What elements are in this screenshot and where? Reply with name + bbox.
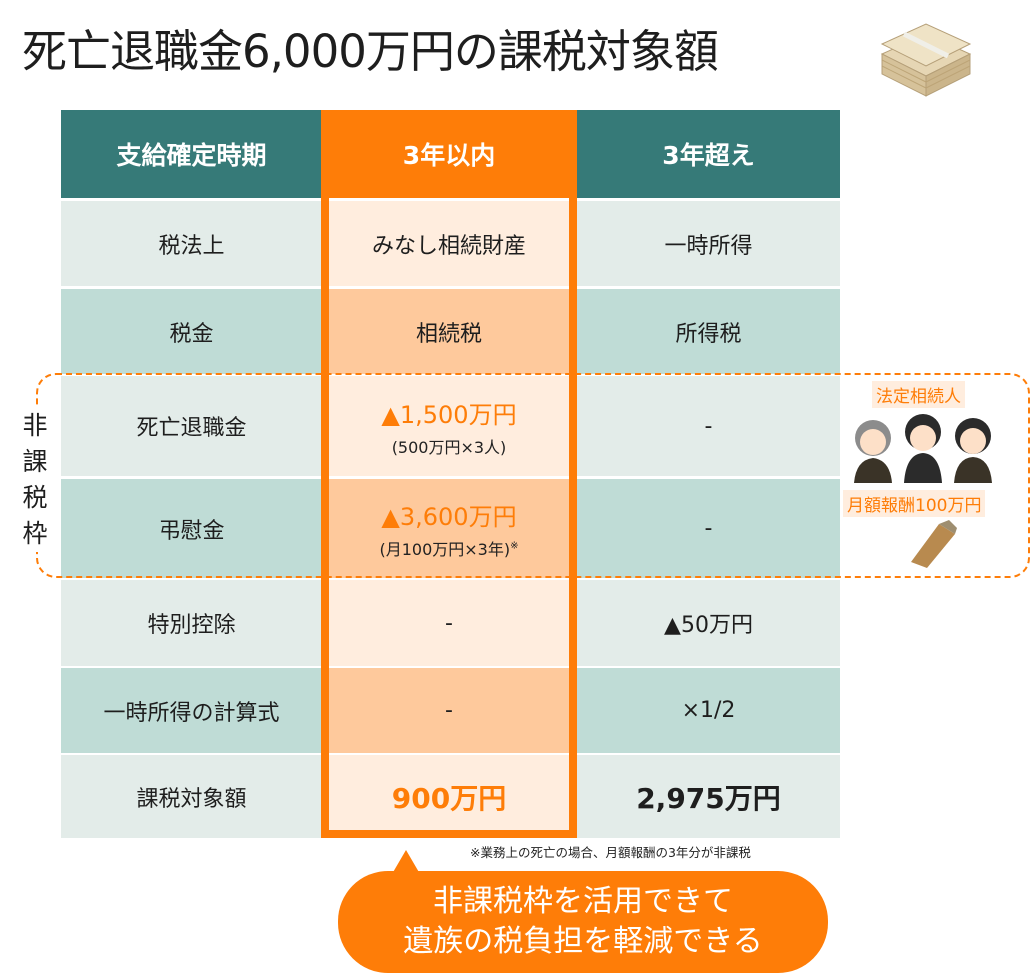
monthly-salary-label: 月額報酬100万円 xyxy=(843,490,986,517)
deduction-formula: (月100万円×3年)※ xyxy=(379,540,519,559)
cell-over3-condolence: - xyxy=(577,479,840,578)
callout-bubble: 非課税枠を活用できて 遺族の税負担を軽減できる xyxy=(338,871,828,973)
cell-over3-tax-law: 一時所得 xyxy=(577,201,840,286)
non-taxable-label: 非課税枠 xyxy=(20,408,50,552)
heirs-illustration-icon xyxy=(854,414,992,483)
cell-within3-special-deduction: - xyxy=(321,580,577,666)
cell-within3-taxable-amount: 900万円 xyxy=(321,755,577,838)
callout-tail xyxy=(392,850,420,874)
header-period: 支給確定時期 xyxy=(61,110,322,198)
header-over-3-years: 3年超え xyxy=(577,110,840,198)
money-stack-icon xyxy=(880,23,972,97)
row-label-special-deduction: 特別控除 xyxy=(61,580,322,666)
cell-within3-formula: - xyxy=(321,668,577,753)
cell-over3-special-deduction: ▲50万円 xyxy=(577,580,840,666)
cell-within3-condolence: ▲3,600万円 (月100万円×3年)※ xyxy=(321,479,577,578)
cell-within3-tax: 相続税 xyxy=(321,289,577,374)
cell-over3-death-retirement: - xyxy=(577,376,840,476)
deduction-amount: ▲3,600万円 xyxy=(381,503,517,531)
row-label-taxable-amount: 課税対象額 xyxy=(61,755,322,838)
deduction-formula: (500万円×3人) xyxy=(391,437,507,457)
row-label-formula: 一時所得の計算式 xyxy=(61,668,322,753)
heirs-label: 法定相続人 xyxy=(872,381,965,408)
row-label-tax: 税金 xyxy=(61,289,322,374)
cell-within3-death-retirement: ▲1,500万円 (500万円×3人) xyxy=(321,376,577,476)
cell-over3-taxable-amount: 2,975万円 xyxy=(577,755,840,838)
deduction-amount: ▲1,500万円 xyxy=(381,400,517,429)
page-title: 死亡退職金6,000万円の課税対象額 xyxy=(22,25,719,78)
header-within-3-years: 3年以内 xyxy=(321,110,577,198)
cell-over3-tax: 所得税 xyxy=(577,289,840,374)
footnote-mark: ※ xyxy=(510,540,519,552)
row-label-death-retirement: 死亡退職金 xyxy=(61,376,322,476)
footnote: ※業務上の死亡の場合、月額報酬の3年分が非課税 xyxy=(470,845,751,860)
cell-over3-formula: ×1/2 xyxy=(577,668,840,753)
row-label-tax-law: 税法上 xyxy=(61,201,322,286)
salary-envelope-icon xyxy=(911,520,957,568)
row-label-condolence: 弔慰金 xyxy=(61,479,322,578)
cell-within3-tax-law: みなし相続財産 xyxy=(321,201,577,286)
